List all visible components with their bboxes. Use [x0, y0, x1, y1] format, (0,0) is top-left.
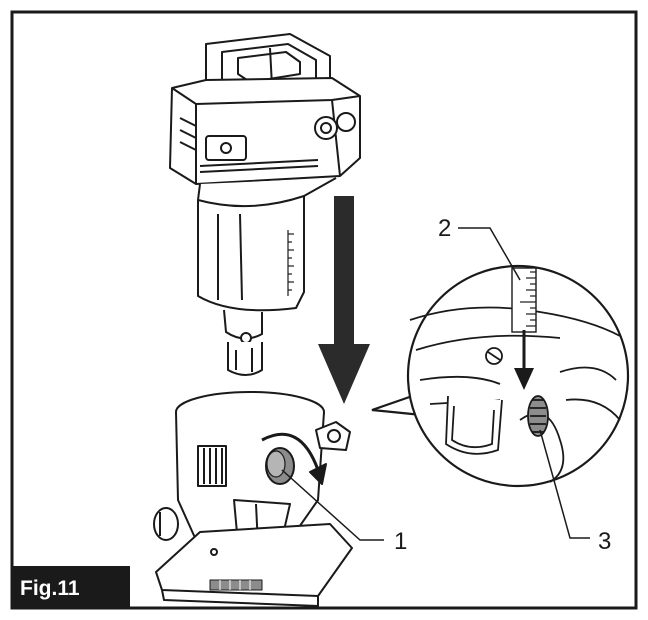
figure-border — [10, 10, 638, 610]
leader-2 — [458, 227, 521, 281]
motor-depth-scale — [287, 230, 294, 296]
fig-label: Fig.11 — [20, 577, 80, 600]
fig-label-background — [12, 566, 130, 608]
depth-scale-ticks — [520, 271, 536, 327]
detail-magnifier — [371, 264, 630, 488]
leader-3 — [539, 429, 590, 539]
detail-content — [409, 267, 621, 483]
down-arrow-icon — [318, 196, 370, 404]
callout-2: 2 — [438, 215, 451, 242]
depth-scale — [511, 267, 537, 333]
motor-unit — [169, 33, 361, 376]
callout-3: 3 — [598, 528, 611, 555]
router-base — [153, 391, 353, 607]
leader-1 — [281, 469, 384, 541]
callout-leaders — [281, 227, 590, 541]
callout-1: 1 — [394, 528, 407, 555]
